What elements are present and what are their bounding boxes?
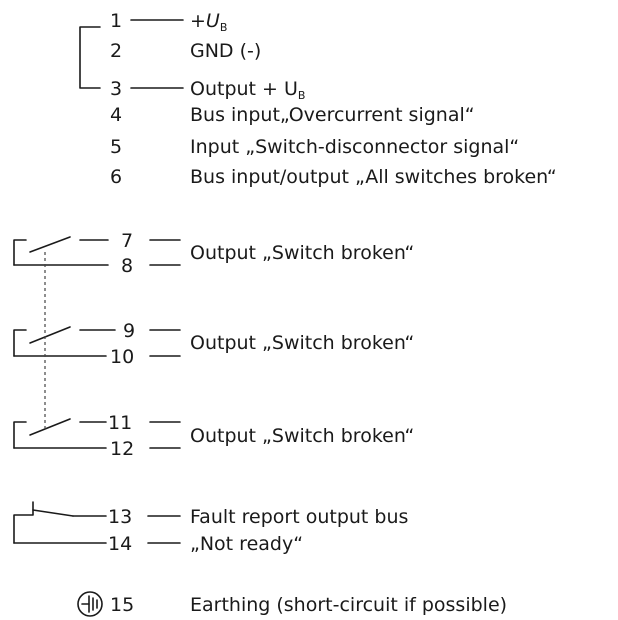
terminal-1-label: +UB — [190, 10, 227, 34]
relay-contact-3 — [13, 418, 107, 449]
terminal-number: 13 — [108, 506, 132, 528]
relay-contact-2 — [13, 326, 116, 357]
terminal-number: 4 — [110, 104, 122, 126]
terminal-2-label: GND (-) — [190, 40, 261, 62]
terminal-number: 5 — [110, 136, 122, 158]
terminal-15-label: Earthing (short-circuit if possible) — [190, 594, 507, 616]
terminal-number: 15 — [110, 594, 134, 616]
terminal-number: 11 — [108, 412, 132, 434]
terminal-4-label: Bus input„Overcurrent signal“ — [190, 104, 475, 126]
terminal-number: 9 — [123, 320, 135, 342]
terminal-number: 12 — [110, 438, 134, 460]
relay-output-label: Output „Switch broken“ — [190, 425, 414, 447]
terminal-number: 2 — [110, 40, 122, 62]
relay-contact-1 — [13, 236, 109, 266]
terminal-number: 1 — [110, 10, 122, 32]
earth-terminal-icon — [77, 591, 103, 617]
terminal-number: 10 — [110, 346, 134, 368]
terminal-number: 6 — [110, 166, 122, 188]
terminal-number: 8 — [121, 255, 133, 277]
terminal-5-label: Input „Switch-disconnector signal“ — [190, 136, 519, 158]
terminal-number: 14 — [108, 533, 132, 555]
relay-output-label: Output „Switch broken“ — [190, 242, 414, 264]
terminal-13-label: Fault report output bus — [190, 506, 408, 528]
terminal-number: 7 — [121, 230, 133, 252]
supply-bracket — [79, 26, 101, 89]
terminal-14-label: „Not ready“ — [190, 533, 303, 555]
terminal-3-label: Output + UB — [190, 78, 305, 102]
terminal-number: 3 — [110, 78, 122, 100]
terminal-6-label: Bus input/output „All switches broken“ — [190, 166, 557, 188]
relay-output-label: Output „Switch broken“ — [190, 332, 414, 354]
fault-report-contact — [13, 501, 107, 544]
